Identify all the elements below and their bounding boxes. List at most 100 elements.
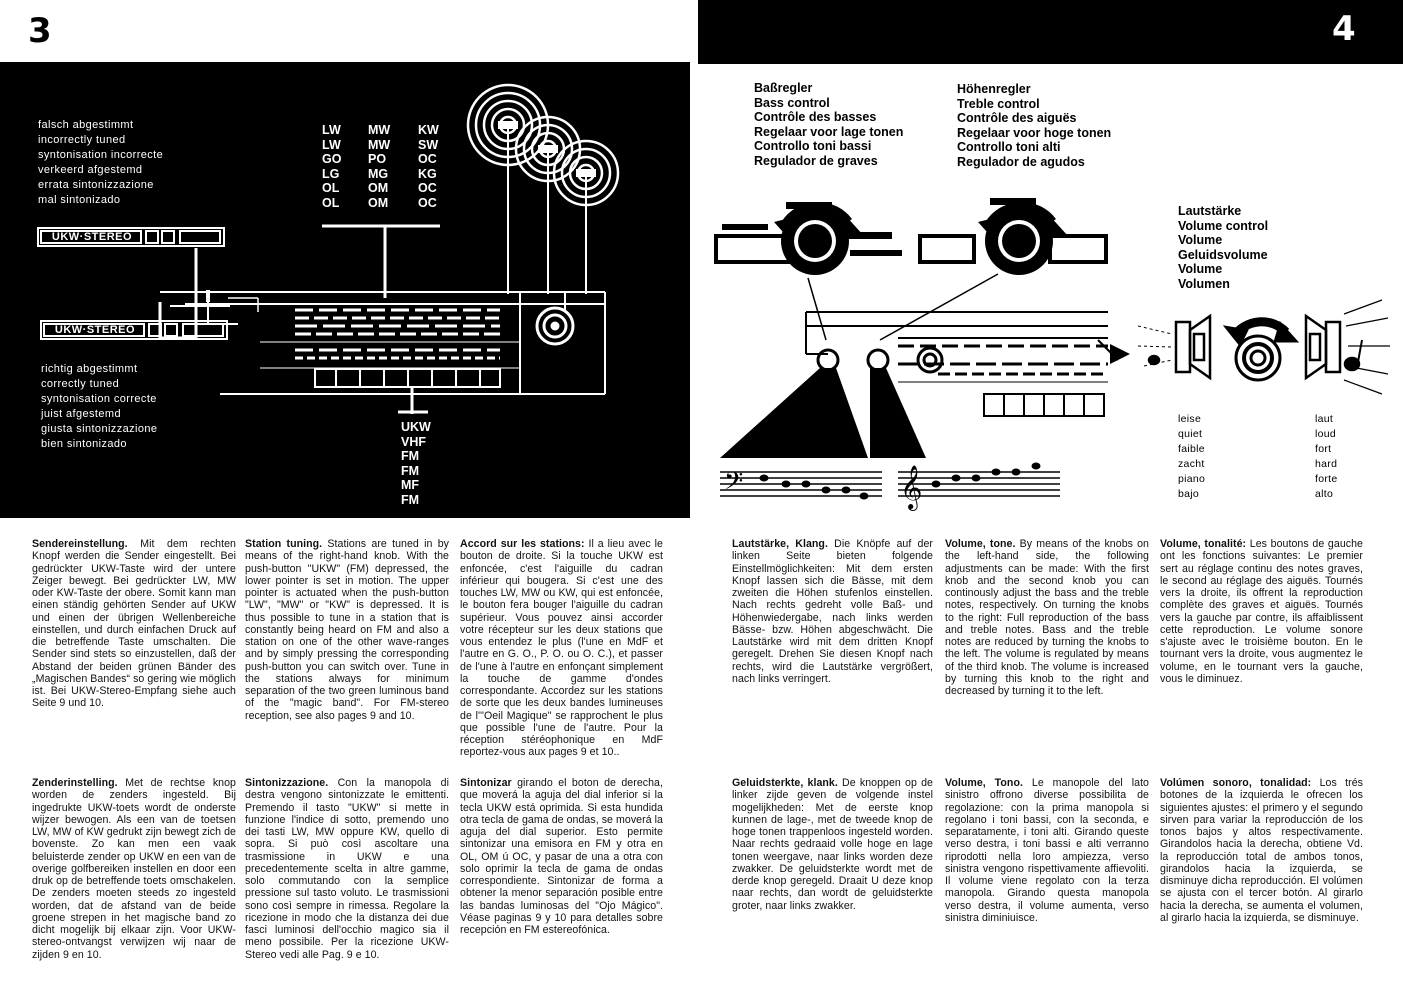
- band-labels-mw: MW MW PO MG OM OM: [368, 123, 390, 210]
- column-heading: Volume, Tono.: [945, 777, 1023, 789]
- control-label: Contrôle des basses: [754, 110, 877, 124]
- text-column-nl-tuning: Zenderinstelling. Met de rechtse knop wo…: [32, 777, 236, 967]
- column-body: Stations are tuned in by means of the ri…: [245, 538, 449, 722]
- incorrectly-tuned-captions: falsch abgestimmt incorrectly tuned synt…: [38, 118, 163, 208]
- band-label: OC: [418, 195, 437, 210]
- volume-control-labels: Lautstärke Volume control Volume Geluids…: [1178, 204, 1268, 291]
- band-brackets: [322, 224, 440, 298]
- band-label: VHF: [401, 434, 426, 449]
- caption-line: richtig abgestimmt: [41, 363, 138, 375]
- control-label: Regulador de agudos: [957, 154, 1085, 169]
- band-label: OL: [322, 195, 340, 210]
- band-label: FM: [401, 492, 420, 507]
- page-number-left: 3: [28, 11, 52, 51]
- loud-word: laut: [1315, 413, 1334, 425]
- loud-word: fort: [1315, 443, 1332, 455]
- dial-scales: [260, 308, 520, 388]
- control-label: Volumen: [1178, 276, 1230, 291]
- band-label: OM: [368, 195, 389, 210]
- text-column-en-tuning: Station tuning. Stations are tuned in by…: [245, 538, 449, 738]
- text-column-it-volume: Volume, Tono. Le manopole del lato sinis…: [945, 777, 1149, 947]
- control-label: Bass control: [754, 95, 830, 110]
- band-labels-kw: KW SW OC KG OC OC: [418, 123, 439, 210]
- column-body: Con la manopola di destra vengono sinton…: [245, 777, 449, 961]
- column-heading: Geluidsterkte, klank.: [732, 777, 838, 789]
- text-column-nl-volume: Geluidsterkte, klank. De knoppen op de l…: [732, 777, 933, 947]
- control-label: Höhenregler: [957, 82, 1031, 96]
- column-heading: Zenderinstelling.: [32, 777, 118, 789]
- correctly-tuned-captions: richtig abgestimmt correctly tuned synto…: [41, 362, 157, 452]
- loud-words: laut loud fort hard forte alto: [1315, 412, 1338, 502]
- column-heading: Volume, tonalité:: [1160, 538, 1247, 550]
- column-body: Les boutons de gauche ont les fonctions …: [1160, 538, 1363, 685]
- band-label: OL: [322, 181, 340, 195]
- indicator-label-right: UKW·STEREO: [54, 324, 136, 336]
- quiet-words: leise quiet faible zacht piano bajo: [1178, 412, 1205, 502]
- control-label: Regelaar voor lage tonen: [754, 124, 904, 139]
- bass-staff: 𝄢: [720, 467, 882, 502]
- band-labels-lw: LW LW GO LG OL OL: [322, 123, 341, 210]
- band-label: GO: [322, 152, 342, 166]
- caption-line: juist afgestemd: [41, 408, 121, 420]
- band-label: MW: [368, 137, 391, 152]
- band-label: UKW: [401, 420, 431, 434]
- control-label: Controllo toni bassi: [754, 139, 872, 153]
- column-body: Mit dem rechten Knopf werden die Sender …: [32, 538, 236, 710]
- arrow-to-speaker: [1110, 344, 1130, 364]
- pointer-lines: [807, 273, 999, 341]
- column-heading: Volúmen sonoro, tonalidad:: [1160, 777, 1312, 789]
- caption-line: syntonisation incorrecte: [38, 149, 164, 161]
- caption-line: bien sintonizado: [41, 438, 127, 450]
- text-column-en-volume: Volume, tone. By means of the knobs on t…: [945, 538, 1149, 738]
- column-heading: Sintonizzazione.: [245, 777, 329, 789]
- radio-chassis-right: [805, 311, 1119, 417]
- band-label: LG: [322, 166, 340, 181]
- caption-line: falsch abgestimmt: [38, 119, 134, 131]
- text-column-es-tuning: Sintonizar girando el boton de derecha, …: [460, 777, 663, 947]
- control-label: Contrôle des aiguës: [957, 111, 1077, 125]
- column-heading: Station tuning.: [245, 538, 323, 550]
- tuning-diagram-svg: [37, 83, 620, 414]
- svg-text:𝄢: 𝄢: [724, 467, 743, 502]
- band-label: OC: [418, 181, 437, 195]
- control-label: Lautstärke: [1178, 204, 1242, 218]
- right-header-bar: [698, 0, 1403, 64]
- text-column-fr-volume: Volume, tonalité: Les boutons de gauche …: [1160, 538, 1363, 738]
- knob-beams: [720, 368, 926, 458]
- caption-line: incorrectly tuned: [38, 134, 126, 146]
- text-column-it-tuning: Sintonizzazione. Con la manopola di dest…: [245, 777, 449, 967]
- band-label: MG: [368, 166, 389, 181]
- control-label: Treble control: [957, 96, 1040, 111]
- tuning-knob: [535, 306, 575, 346]
- control-label: Volume: [1178, 233, 1223, 247]
- caption-line: giusta sintonizzazione: [41, 423, 158, 435]
- indicator-label-wrong: UKW·STEREO: [51, 231, 133, 243]
- quiet-word: piano: [1178, 473, 1206, 485]
- bass-control-labels: Baßregler Bass control Contrôle des bass…: [754, 81, 903, 168]
- column-heading: Sintonizar: [460, 777, 512, 789]
- page-number-right: 4: [1332, 9, 1356, 49]
- fm-band-labels: UKW VHF FM FM MF FM: [401, 420, 431, 507]
- column-body: By means of the knobs on the left-hand s…: [945, 538, 1149, 697]
- column-heading: Volume, tone.: [945, 538, 1016, 550]
- loud-word: loud: [1315, 428, 1337, 440]
- radio-wave-rings: [466, 83, 620, 294]
- column-heading: Lautstärke, Klang.: [732, 538, 828, 550]
- band-label: KW: [418, 123, 439, 137]
- column-body: Los trés botones de la izquierda le ofre…: [1160, 777, 1363, 924]
- caption-line: syntonisation correcte: [41, 393, 157, 405]
- column-body: Die Knöpfe auf der linken Seite bieten f…: [732, 538, 933, 685]
- svg-text:𝄞: 𝄞: [900, 465, 922, 511]
- text-column-de-volume: Lautstärke, Klang. Die Knöpfe auf der li…: [732, 538, 933, 738]
- column-body: Il a lieu avec le bouton de droite. Si l…: [460, 538, 663, 759]
- control-label: Geluidsvolume: [1178, 247, 1268, 262]
- band-label: LW: [322, 123, 341, 137]
- band-label: LW: [322, 137, 341, 152]
- column-heading: Sendereinstellung.: [32, 538, 128, 550]
- loud-word: hard: [1315, 458, 1338, 470]
- quiet-word: zacht: [1178, 458, 1205, 470]
- text-column-de-tuning: Sendereinstellung. Mit dem rechten Knopf…: [32, 538, 236, 738]
- volume-tone-illustration: 𝄢 𝄞: [698, 64, 1403, 518]
- treble-control-labels: Höhenregler Treble control Contrôle des …: [957, 82, 1111, 169]
- speaker-loud: [1304, 299, 1390, 395]
